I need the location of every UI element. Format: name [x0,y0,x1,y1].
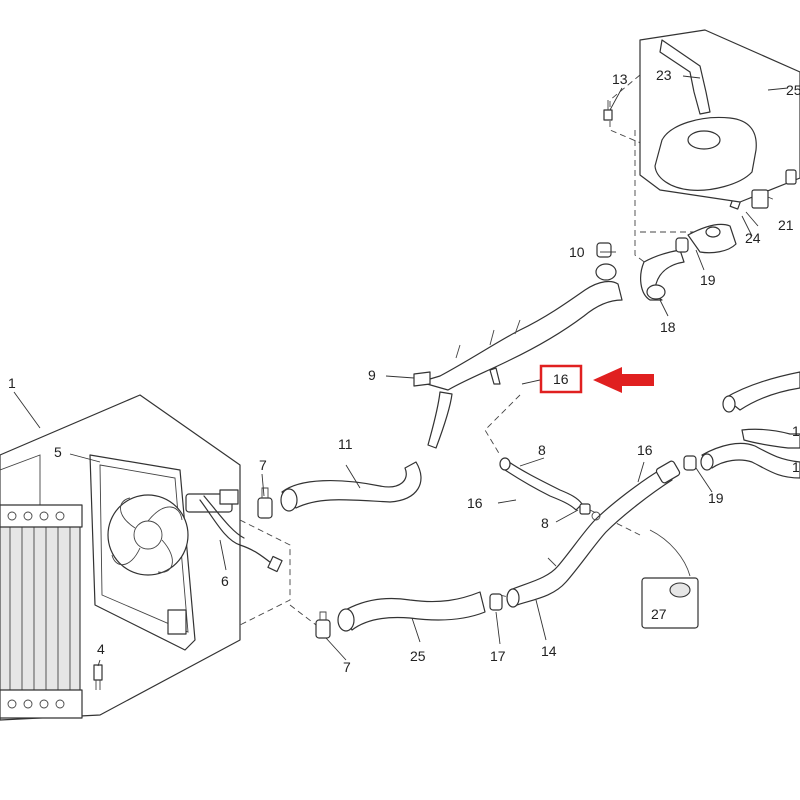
arrow-left-icon [593,367,654,393]
hose-16-small [499,457,591,515]
callout-16: 16 [637,442,653,458]
callout-13: 13 [612,71,628,87]
callout-16-highlighted: 16 [553,371,569,387]
callout-14: 14 [541,643,557,659]
part-10 [596,242,612,258]
callout-17: 17 [490,648,506,664]
fan-assembly [89,454,233,651]
callout-8: 8 [541,515,549,531]
callout-8: 8 [538,442,546,458]
callout-19: 19 [700,272,716,288]
clamp-7-upper [257,487,273,519]
expansion-tank [639,29,800,209]
callout-19: 19 [708,490,724,506]
callout-15: 1 [792,459,800,475]
callout-21: 21 [778,217,794,233]
callout-4: 4 [97,641,105,657]
callout-12: 1 [792,423,800,439]
hose-11 [280,461,422,512]
callout-25: 25 [410,648,426,664]
wire-harness [199,489,283,573]
clamp-7-lower [315,611,331,639]
callout-7: 7 [343,659,351,675]
pipe-9 [413,263,623,449]
thermostat-housing [675,194,743,254]
hose-18 [640,249,685,301]
pipe-14 [506,460,681,608]
callout-18: 18 [660,319,676,335]
inset-27 [641,529,699,629]
hose-25 [337,591,486,632]
bolt-4 [93,664,103,690]
callout-24: 24 [745,230,761,246]
callout-11: 11 [338,436,353,452]
right-hoses [683,371,800,479]
clamp-17 [489,593,503,611]
callout-9: 9 [368,367,376,383]
callout-25: 25 [786,82,800,98]
callout-10: 10 [569,244,585,260]
callout-labels: 1 5 7 6 4 11 9 16 8 16 8 10 13 23 25 21 … [8,67,800,675]
callout-5: 5 [54,444,62,460]
bolt-13 [603,100,613,121]
callout-23: 23 [656,67,672,83]
callout-27: 27 [651,606,667,622]
callout-16: 16 [467,495,483,511]
leader-lines [13,75,789,667]
callout-1: 1 [8,375,16,391]
highlight-16 [539,364,583,394]
callout-7: 7 [259,457,267,473]
callout-6: 6 [221,573,229,589]
